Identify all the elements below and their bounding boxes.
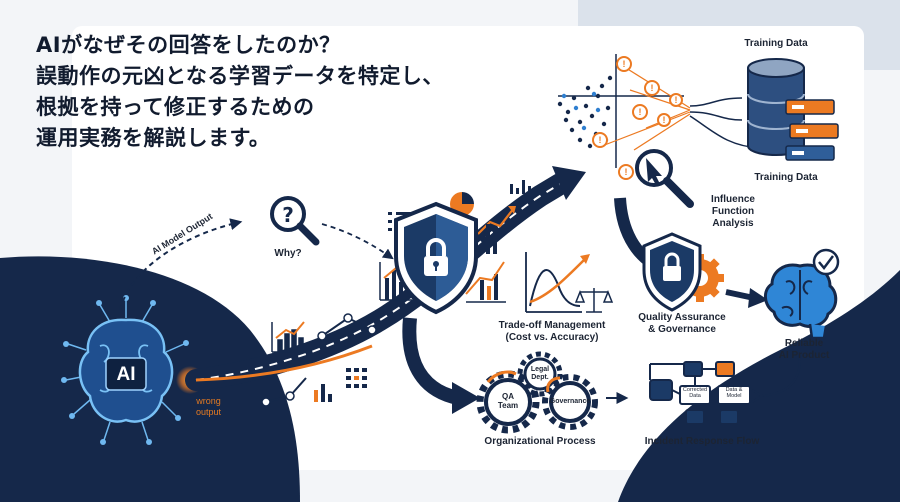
training-data-top-label: Training Data <box>744 38 808 49</box>
incident-to-brain-arrow <box>759 357 801 397</box>
left-mini-charts <box>261 313 377 407</box>
svg-text:!: ! <box>625 167 628 177</box>
page-title: AIがなぜその回答をしたのか？ 誤動作の元凶となる学習データを特定し、 根拠を持… <box>36 30 444 154</box>
ai-label: AI <box>116 364 136 385</box>
right-navy-blob <box>618 270 900 502</box>
title-line-2: 誤動作の元凶となる学習データを特定し、 <box>36 64 444 88</box>
magnifier-question-icon <box>270 196 320 246</box>
shield-lock-icon <box>394 201 478 315</box>
reliable-product-label: Reliable AI Product <box>778 338 830 361</box>
svg-text:!: ! <box>675 95 678 105</box>
warning-icon <box>592 56 683 180</box>
svg-text:!: ! <box>599 135 602 145</box>
corrected-data-label: Corrected Data <box>682 387 708 399</box>
why-question-mark: ? <box>282 203 294 227</box>
legal-dept-label: Legal Dept. <box>530 366 550 381</box>
ai-brain-icon <box>61 295 189 445</box>
incident-flow <box>649 361 751 425</box>
check-icon <box>812 248 840 276</box>
svg-text:!: ! <box>623 59 626 69</box>
wrong-output-arrow <box>195 344 373 382</box>
title-line-1: AIがなぜその回答をしたのか？ <box>36 33 341 57</box>
title-line-4: 運用実務を解説します。 <box>36 126 271 150</box>
governance-label: Governance <box>549 398 591 405</box>
why-label: Why? <box>274 248 302 259</box>
incident-flow-label: Incident Response Flow <box>644 436 760 447</box>
training-data-bottom-label: Training Data <box>754 172 818 183</box>
influence-label: Influence Function Analysis <box>711 194 755 229</box>
data-model-label: Data & Model <box>725 387 743 399</box>
tradeoff-label: Trade-off Management (Cost vs. Accuracy) <box>498 320 606 343</box>
influence-magnifier-icon <box>635 149 694 208</box>
main-flow-arrowhead <box>552 166 586 200</box>
dot-matrix-left <box>346 368 367 388</box>
qa-shield-icon <box>642 232 702 312</box>
svg-text:!: ! <box>651 83 654 93</box>
why-dashed-arrow <box>321 223 394 260</box>
qa-team-label: QA Team <box>497 392 519 410</box>
title-line-3: 根拠を持って修正するための <box>36 95 315 119</box>
svg-text:!: ! <box>639 107 642 117</box>
wrong-output-label: wrong output <box>196 396 222 417</box>
svg-text:!: ! <box>663 115 666 125</box>
org-process-label: Organizational Process <box>484 436 596 447</box>
scatter-plot: !!! !!!! <box>557 54 691 180</box>
org-gears <box>476 351 598 434</box>
database-icon <box>747 58 839 161</box>
org-process-arrow <box>402 317 460 405</box>
qa-governance-label: Quality Assurance & Governance <box>638 312 726 335</box>
tradeoff-chart-icon <box>525 252 614 313</box>
dot-matrix-middle <box>510 180 531 194</box>
brain-icon <box>764 263 838 340</box>
